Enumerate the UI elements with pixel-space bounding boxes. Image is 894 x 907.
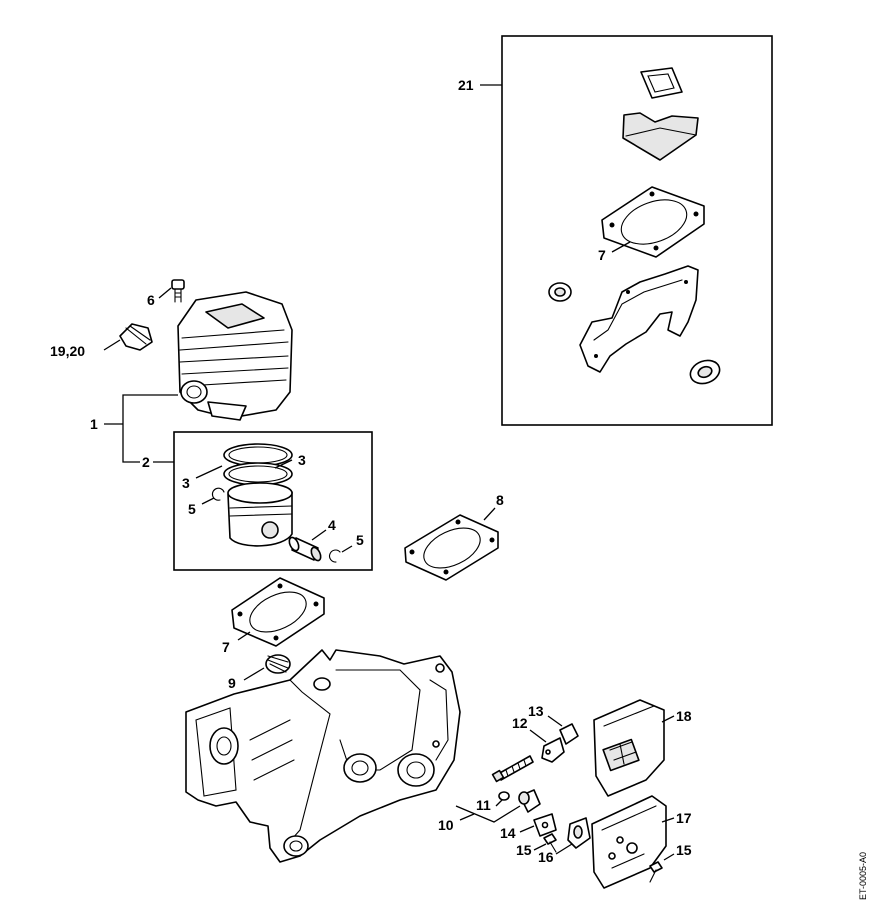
heat-shield-plate[interactable]: [622, 112, 699, 161]
guide-plate-18[interactable]: [593, 699, 665, 797]
oil-seal-right[interactable]: [687, 357, 723, 388]
cylinder-base-gasket-8[interactable]: [404, 514, 499, 581]
gasket-kit-box: [501, 35, 773, 426]
label-9[interactable]: 9: [228, 675, 236, 691]
exhaust-gasket[interactable]: [640, 67, 683, 99]
label-3-right[interactable]: 3: [298, 452, 306, 468]
label-19-20[interactable]: 19,20: [50, 343, 85, 359]
label-14[interactable]: 14: [500, 825, 516, 841]
adjusting-screw[interactable]: [491, 755, 534, 783]
label-15-right[interactable]: 15: [676, 842, 692, 858]
needle-cage[interactable]: [265, 654, 291, 674]
label-12[interactable]: 12: [512, 715, 528, 731]
label-17[interactable]: 17: [676, 810, 692, 826]
piston[interactable]: [227, 482, 293, 547]
cylinder[interactable]: [177, 291, 293, 421]
label-8[interactable]: 8: [496, 492, 504, 508]
oil-pump-nozzle[interactable]: [518, 789, 541, 813]
screw-15-left[interactable]: [543, 833, 557, 853]
lever-12[interactable]: [541, 737, 565, 763]
crankcase-gasket[interactable]: [579, 265, 699, 373]
screw-15-right[interactable]: [649, 861, 663, 883]
piston-ring-bottom[interactable]: [223, 462, 293, 486]
clip-13[interactable]: [559, 723, 579, 745]
label-3-left[interactable]: 3: [182, 475, 190, 491]
label-16[interactable]: 16: [538, 849, 554, 865]
circlip-left[interactable]: [211, 487, 225, 501]
cylinder-gasket-kit[interactable]: [601, 186, 705, 258]
decompression-valve[interactable]: [119, 323, 153, 351]
guide-16[interactable]: [567, 817, 591, 849]
label-1[interactable]: 1: [90, 416, 98, 432]
piston-pin[interactable]: [287, 536, 322, 562]
circlip-right[interactable]: [329, 549, 341, 563]
label-15-left[interactable]: 15: [516, 842, 532, 858]
guide-plate-17[interactable]: [591, 795, 667, 889]
label-10[interactable]: 10: [438, 817, 454, 833]
bracket-14[interactable]: [533, 813, 557, 837]
label-6[interactable]: 6: [147, 292, 155, 308]
cylinder-screw[interactable]: [171, 279, 185, 303]
label-21[interactable]: 21: [458, 77, 474, 93]
label-5-left[interactable]: 5: [188, 501, 196, 517]
drawing-code: ET-0005-A0: [858, 852, 868, 900]
piston-kit-box: [173, 431, 373, 571]
label-7-kit[interactable]: 7: [598, 247, 606, 263]
label-2[interactable]: 2: [142, 454, 150, 470]
label-11[interactable]: 11: [476, 797, 491, 813]
label-5-right[interactable]: 5: [356, 532, 364, 548]
label-7[interactable]: 7: [222, 639, 230, 655]
label-18[interactable]: 18: [676, 708, 692, 724]
cylinder-base-gasket-7[interactable]: [231, 577, 325, 647]
oil-seal-left[interactable]: [548, 282, 572, 302]
label-4[interactable]: 4: [328, 517, 336, 533]
label-13[interactable]: 13: [528, 703, 544, 719]
o-ring-11[interactable]: [498, 791, 510, 801]
crankcase[interactable]: [185, 649, 461, 863]
